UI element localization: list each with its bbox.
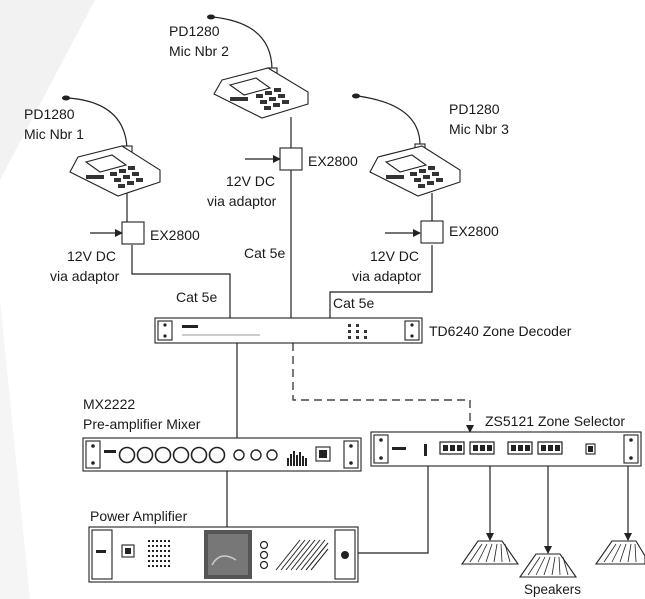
mic-display: [84, 154, 128, 173]
wire-ex1-decoder: [131, 245, 231, 318]
mic3-name-label: Mic Nbr 3: [449, 121, 509, 137]
zone-selector-label: ZS5121 Zone Selector: [485, 413, 625, 429]
wire-ex3-decoder: [329, 245, 433, 318]
speaker-3: [594, 540, 645, 565]
mic-head: [352, 93, 360, 99]
mic2-model-label: PD1280: [169, 23, 220, 39]
mic3-model-label: PD1280: [449, 101, 500, 117]
speakers-label: Speakers: [524, 582, 581, 597]
mic-keypad: [86, 166, 143, 188]
mic1-model-label: PD1280: [24, 106, 75, 122]
extender1-power-line2: via adaptor: [50, 268, 120, 284]
extender3-power-line1: 12V DC: [370, 248, 419, 264]
wire-decoder-selector: [292, 343, 474, 433]
extender-box-3: [420, 220, 444, 244]
mixer-unit: [82, 437, 362, 472]
zone-decoder-unit: [154, 317, 423, 344]
speaker-1: [460, 540, 520, 565]
mixer-name-label: Pre-amplifier Mixer: [83, 416, 201, 432]
microphone-2: [207, 14, 309, 119]
mic-display: [228, 77, 272, 96]
cable-label-mic1: Cat 5e: [176, 289, 217, 305]
extender1-label: EX2800: [150, 227, 200, 243]
extender-box-2: [279, 147, 303, 171]
mic-base: [213, 67, 309, 119]
extender3-power-line2: via adaptor: [352, 268, 422, 284]
mic-keypad: [386, 166, 443, 188]
extender3-label: EX2800: [449, 223, 499, 239]
power-amplifier-unit: [88, 526, 359, 583]
speaker-2: [518, 553, 578, 578]
extender2-power-line1: 12V DC: [226, 173, 275, 189]
gooseneck: [212, 16, 273, 71]
extender-box-1: [121, 221, 145, 245]
wire-amplifier-selector: [358, 466, 429, 554]
zone-selector-unit: [370, 431, 642, 467]
extender2-power-line2: via adaptor: [207, 193, 277, 209]
cable-label-mic2: Cat 5e: [244, 245, 285, 261]
mic-head: [62, 95, 70, 101]
microphone-3: [352, 93, 461, 197]
gooseneck: [67, 97, 128, 149]
cable-label-mic3: Cat 5e: [333, 295, 374, 311]
mic-base: [369, 145, 461, 197]
extender2-label: EX2800: [308, 153, 358, 169]
decoder-label: TD6240 Zone Decoder: [429, 323, 572, 339]
mic2-name-label: Mic Nbr 2: [169, 43, 229, 59]
microphone-1: [62, 95, 161, 197]
gooseneck: [357, 95, 421, 146]
mic-head: [207, 14, 215, 20]
amplifier-label: Power Amplifier: [90, 508, 188, 524]
mic-base: [69, 145, 161, 197]
background-shape: [0, 0, 95, 180]
extender1-power-line1: 12V DC: [67, 248, 116, 264]
background-shape: [0, 300, 30, 599]
mic1-name-label: Mic Nbr 1: [24, 126, 84, 142]
mic-display: [384, 154, 428, 173]
mixer-model-label: MX2222: [83, 396, 135, 412]
mic-keypad: [230, 88, 289, 110]
